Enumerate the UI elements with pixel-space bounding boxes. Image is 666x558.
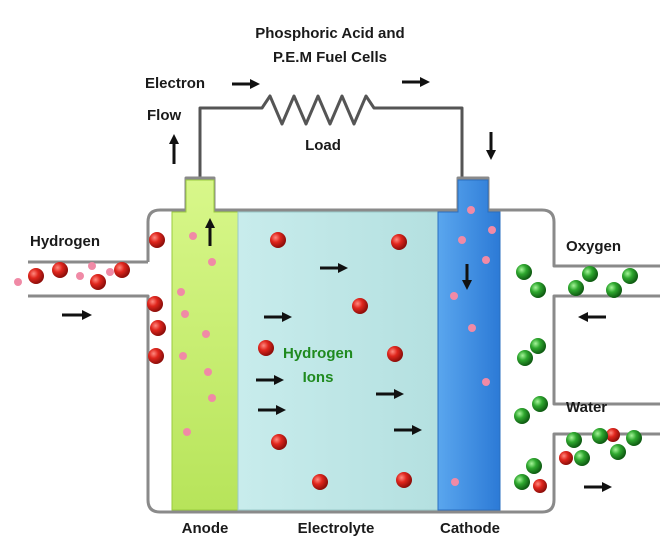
hydrogen-atom <box>148 348 164 364</box>
electrons <box>14 206 496 486</box>
hydrogen-atom <box>396 472 412 488</box>
title-line-1: Phosphoric Acid and <box>255 25 404 42</box>
hydrogen-atom <box>270 232 286 248</box>
electron-dot <box>208 258 216 266</box>
oxygen-atom <box>606 282 622 298</box>
hydrogen-atoms <box>28 232 620 493</box>
oxygen-atom <box>514 474 530 490</box>
cathode-electron-arrow-down-icon <box>462 264 472 290</box>
oxygen-inlet-label: Oxygen <box>566 238 621 255</box>
electron-dot <box>179 352 187 360</box>
hydrogen-inlet-arrow-icon <box>62 310 92 320</box>
electron-dot <box>88 262 96 270</box>
hydrogen-atom <box>147 296 163 312</box>
hydrogen-atom <box>533 479 547 493</box>
oxygen-atom <box>592 428 608 444</box>
electrolyte-arrows <box>256 263 422 435</box>
hydrogen-atom <box>271 434 287 450</box>
hydrogen-atom <box>90 274 106 290</box>
hydrogen-atom <box>150 320 166 336</box>
electron-dot <box>189 232 197 240</box>
oxygen-atom <box>530 338 546 354</box>
electron-dot <box>183 428 191 436</box>
oxygen-atoms <box>514 264 642 490</box>
oxygen-atom <box>568 280 584 296</box>
hydrogen-atom <box>606 428 620 442</box>
oxygen-atom <box>610 444 626 460</box>
electron-dot <box>202 330 210 338</box>
oxygen-atom <box>517 350 533 366</box>
electron-dot <box>468 324 476 332</box>
oxygen-atom <box>582 266 598 282</box>
electron-arrow-right-icon <box>232 79 260 89</box>
load-label: Load <box>305 137 341 154</box>
hydrogen-inlet-label: Hydrogen <box>30 233 100 250</box>
electron-arrow-right-2-icon <box>402 77 430 87</box>
ion-arrow-icon <box>376 389 404 399</box>
oxygen-atom <box>526 458 542 474</box>
oxygen-atom <box>574 450 590 466</box>
electron-dot <box>204 368 212 376</box>
ion-arrow-icon <box>394 425 422 435</box>
electrolyte-region <box>237 211 439 511</box>
oxygen-atom <box>622 268 638 284</box>
hydrogen-ions-label-line-2: Ions <box>303 369 334 386</box>
flow-label: Flow <box>147 107 181 124</box>
hydrogen-atom <box>52 262 68 278</box>
hydrogen-atom <box>352 298 368 314</box>
oxygen-atom <box>566 432 582 448</box>
water-outlet-arrow-icon <box>584 482 612 492</box>
title-line-2: P.E.M Fuel Cells <box>273 49 387 66</box>
electron-dot <box>106 268 114 276</box>
electron-dot <box>482 378 490 386</box>
ion-arrow-icon <box>264 312 292 322</box>
hydrogen-atom <box>312 474 328 490</box>
hydrogen-atom <box>258 340 274 356</box>
electron-dot <box>467 206 475 214</box>
external-circuit-wire <box>198 94 464 178</box>
hydrogen-atom <box>391 234 407 250</box>
hydrogen-ions-label-line-1: Hydrogen <box>283 345 353 362</box>
electron-label: Electron <box>145 75 205 92</box>
electron-dot <box>482 256 490 264</box>
oxygen-atom <box>626 430 642 446</box>
electron-dot <box>208 394 216 402</box>
electron-dot <box>451 478 459 486</box>
hydrogen-atom <box>149 232 165 248</box>
oxygen-atom <box>514 408 530 424</box>
ion-arrow-icon <box>320 263 348 273</box>
electrolyte-label: Electrolyte <box>298 520 375 537</box>
water-outlet-label: Water <box>566 399 607 416</box>
ion-arrow-icon <box>256 375 284 385</box>
anode-electron-arrow-up-icon <box>205 218 215 246</box>
electron-dot <box>450 292 458 300</box>
oxygen-inlet-arrow-icon <box>578 312 606 322</box>
flow-arrow-down-icon <box>486 132 496 160</box>
electron-dot <box>488 226 496 234</box>
anode-region <box>171 179 239 511</box>
electron-dot <box>76 272 84 280</box>
electron-dot <box>181 310 189 318</box>
electron-dot <box>177 288 185 296</box>
hydrogen-atom <box>559 451 573 465</box>
flow-arrow-up-icon <box>169 134 179 164</box>
ion-arrow-icon <box>258 405 286 415</box>
electron-dot <box>458 236 466 244</box>
oxygen-atom <box>530 282 546 298</box>
oxygen-atom <box>532 396 548 412</box>
hydrogen-atom <box>387 346 403 362</box>
electron-dot <box>14 278 22 286</box>
anode-label: Anode <box>182 520 229 537</box>
cathode-label: Cathode <box>440 520 500 537</box>
hydrogen-atom <box>114 262 130 278</box>
oxygen-atom <box>516 264 532 280</box>
hydrogen-atom <box>28 268 44 284</box>
